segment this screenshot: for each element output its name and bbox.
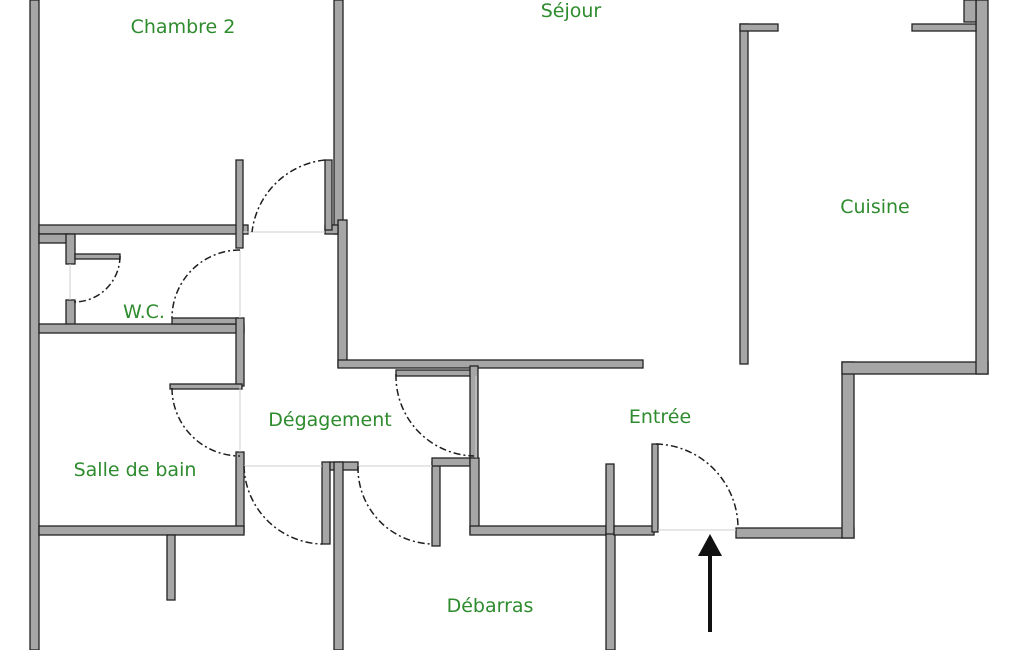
door-swing-chambre — [251, 159, 326, 233]
wall-debarras-right — [605, 525, 616, 650]
room-labels: Chambre 2 Séjour Cuisine W.C. Dégagement… — [74, 0, 910, 617]
wall-debarras-top — [469, 525, 615, 536]
wall-entree-left-lower — [469, 457, 480, 535]
wall-chambre-right — [333, 0, 344, 235]
label-sejour: Séjour — [541, 0, 602, 22]
label-degagement: Dégagement — [268, 409, 391, 431]
wall-sdb-right-jamb — [235, 451, 245, 533]
wall-sdb-bottom — [38, 525, 245, 536]
wall-jamb-chambre-left — [235, 159, 244, 249]
wall-entry-door-leaf — [651, 443, 659, 533]
wall-deg-jamb-a — [321, 461, 331, 545]
door-swing-deg-right — [357, 465, 433, 545]
label-chambre-2: Chambre 2 — [131, 16, 236, 38]
wall-entry-stub — [613, 525, 655, 536]
door-swings — [73, 159, 739, 545]
door-swing-wc-inner — [73, 255, 121, 303]
wall-wc-door-leaf — [74, 253, 121, 260]
wall-wc-jamb-top — [65, 233, 76, 265]
entrance-arrow-icon — [698, 534, 722, 632]
wall-ext-step-vertical — [841, 361, 855, 539]
wall-entry-jamb-1 — [605, 463, 615, 535]
label-debarras: Débarras — [447, 595, 534, 617]
wall-sejour-left — [337, 219, 348, 368]
wall-jamb-chambre-right — [324, 159, 333, 231]
label-wc: W.C. — [123, 301, 165, 323]
wall-ext-step-horizontal — [841, 361, 989, 375]
label-cuisine: Cuisine — [840, 196, 910, 218]
wall-sdb-lower-stub — [166, 534, 176, 601]
door-swing-sdb — [171, 387, 241, 457]
wall-wc-right-jamb — [235, 317, 245, 387]
wall-ext-right — [975, 0, 989, 375]
door-swing-entree — [395, 373, 475, 457]
wall-deg-jamb-c — [431, 461, 441, 547]
wall-cuisine-top-left — [739, 23, 779, 32]
openings — [69, 231, 736, 531]
door-swing-wc-outer — [171, 249, 241, 319]
wall-entree-door-leaf — [395, 369, 475, 377]
label-salle-de-bain: Salle de bain — [74, 459, 197, 481]
wall-sejour-bottom — [337, 359, 644, 369]
door-swing-deg-left — [243, 465, 323, 545]
wall-ext-right-top-stub — [963, 0, 977, 23]
door-swing-front — [655, 443, 739, 529]
label-entree: Entrée — [629, 406, 691, 428]
wall-exterior-left — [29, 0, 40, 650]
wall-entree-left-jamb — [469, 365, 479, 465]
wall-wc-bottom — [38, 323, 245, 334]
wall-sdb-door-leaf — [169, 383, 243, 390]
wall-debarras-left — [333, 461, 344, 650]
wall-cuisine-left — [739, 23, 749, 365]
wall-chambre-bottom — [38, 224, 249, 235]
wall-wc-door2-leaf — [171, 317, 239, 325]
walls — [29, 0, 989, 650]
entrance-arrow-head — [698, 534, 722, 556]
wall-ext-bottom-right — [735, 527, 855, 539]
wall-cuisine-top-right — [911, 23, 977, 32]
wall-wc-left-stub — [38, 233, 70, 244]
